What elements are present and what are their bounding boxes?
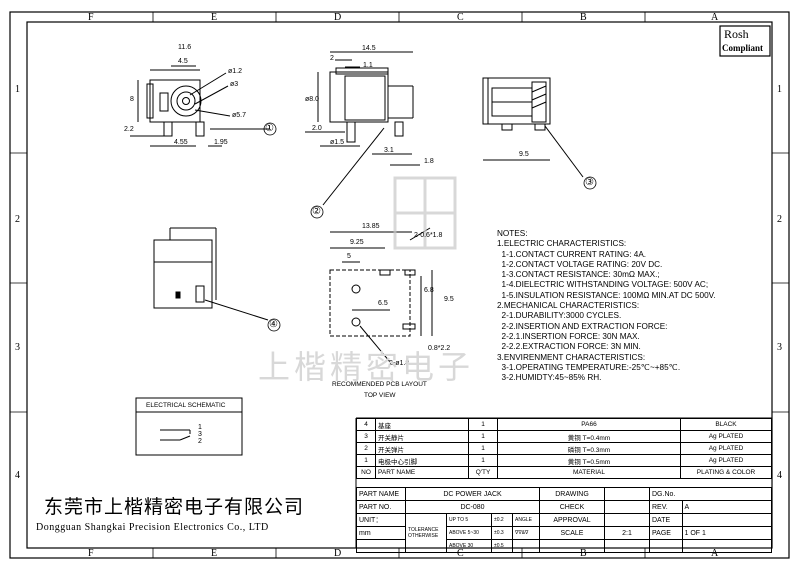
zone-label: B	[580, 548, 587, 559]
zone-label: D	[334, 12, 342, 23]
dim-label: 4.5	[178, 58, 188, 65]
zone-label: 1	[15, 84, 20, 95]
zone-label: C	[457, 548, 464, 559]
zone-label: 3	[15, 342, 20, 353]
pcb-subcaption: TOP VIEW	[364, 392, 396, 399]
callout-label: ③	[585, 177, 594, 188]
bom-table: 4 基座 1 PA66 BLACK 3 开关静片 1 黄铜 T=0.4mm Ag…	[356, 418, 772, 479]
schematic-title: ELECTRICAL SCHEMATIC	[146, 402, 226, 409]
dim-label: 2-ø1.8	[389, 360, 410, 367]
dim-label: 0.8*2.2	[428, 345, 451, 352]
dim-label: 4.55	[174, 139, 188, 146]
dim-label: 14.5	[362, 45, 376, 52]
schematic-diagram	[135, 397, 243, 456]
side-view	[305, 51, 420, 206]
right-view	[482, 77, 584, 178]
bom-header: NO PART NAME Q'TY MATERIAL PLATING & COL…	[356, 466, 772, 479]
dim-label: 11.6	[178, 44, 192, 51]
zone-label: F	[88, 12, 94, 23]
zone-label: A	[711, 548, 719, 559]
watermark-logo	[393, 176, 457, 250]
dim-label: ø1.5	[330, 139, 345, 146]
pcb-caption: RECOMMENDED PCB LAYOUT	[332, 381, 427, 388]
bom-row: 1 电极中心引脚 1 黄铜 T=0.5mm Ag PLATED	[356, 454, 772, 467]
pin-label: 1	[198, 424, 202, 431]
front-view	[130, 65, 270, 147]
dim-label: ø1.2	[228, 68, 243, 75]
zone-label: 1	[777, 84, 782, 95]
watermark-text: 上楷精密电子	[258, 348, 475, 386]
pcb-layout	[329, 227, 433, 363]
callout-label: ②	[312, 206, 321, 217]
zone-label: B	[580, 12, 587, 23]
dim-label: 6.8	[424, 287, 434, 294]
dim-label: 2.0	[312, 125, 322, 132]
company-name-en: Dongguan Shangkai Precision Electronics …	[36, 522, 269, 533]
dim-label: 3.1	[384, 147, 394, 154]
dim-label: 8	[130, 96, 134, 103]
dim-label: 13.85	[362, 223, 380, 230]
company-name-cn: 东莞市上楷精密电子有限公司	[44, 496, 305, 518]
zone-label: D	[334, 548, 342, 559]
zone-label: 2	[777, 214, 782, 225]
rosh-title: Rosh	[724, 27, 749, 41]
dim-label: 2-0.6*1.8	[414, 232, 443, 239]
notes-block: NOTES: 1.ELECTRIC CHARACTERISTICS: 1-1.C…	[497, 229, 716, 383]
zone-label: F	[88, 548, 94, 559]
dim-label: 1.8	[424, 158, 434, 165]
zone-label: 4	[15, 470, 20, 481]
dim-label: 1.1	[363, 62, 373, 69]
dim-label: 9.5	[519, 151, 529, 158]
dim-label: 5	[347, 253, 351, 260]
dim-label: 6.5	[378, 300, 388, 307]
zone-label: E	[211, 12, 218, 23]
rosh-subtitle: Compliant	[722, 43, 764, 53]
dim-label: 1.95	[214, 139, 228, 146]
pin-label: 2	[198, 438, 202, 445]
dim-label: ø5.7	[232, 112, 247, 119]
zone-label: E	[211, 548, 218, 559]
dim-label: 2.2	[124, 126, 134, 133]
zone-label: 2	[15, 214, 20, 225]
callout-label: ④	[269, 319, 278, 330]
dim-label: 9.25	[350, 239, 364, 246]
iso-view	[153, 227, 269, 321]
dim-label: ø8.0	[305, 96, 320, 103]
dim-label: 2	[330, 55, 334, 62]
zone-label: C	[457, 12, 464, 23]
bom-row: 3 开关静片 1 黄铜 T=0.4mm Ag PLATED	[356, 430, 772, 443]
bom-row: 2 开关弹片 1 磷铜 T=0.3mm Ag PLATED	[356, 442, 772, 455]
zone-label: 4	[777, 470, 782, 481]
zone-label: A	[711, 12, 719, 23]
pin-label: 3	[198, 431, 202, 438]
dim-label: ø3	[230, 81, 239, 88]
dim-label: 9.5	[444, 296, 454, 303]
callout-label: ①	[265, 123, 274, 134]
zone-label: 3	[777, 342, 782, 353]
bom-row: 4 基座 1 PA66 BLACK	[356, 418, 772, 431]
title-block: PART NAME DC POWER JACK DRAWING DG.No. P…	[356, 487, 772, 553]
